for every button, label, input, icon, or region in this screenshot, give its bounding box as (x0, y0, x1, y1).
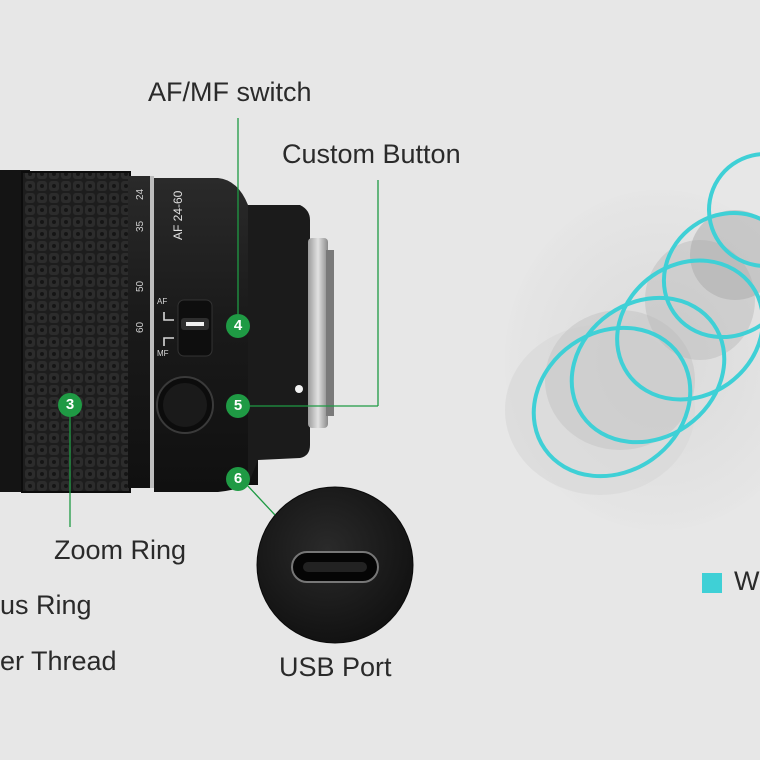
mf-marking: MF (157, 349, 169, 358)
focal-60-marking: 60 (135, 321, 146, 333)
af-mf-switch (163, 299, 213, 357)
lens-name-marking: AF 24-60 (171, 190, 185, 240)
badge-6: 6 (226, 467, 250, 491)
focal-50-marking: 50 (135, 280, 146, 292)
focus-ring-label: us Ring (0, 590, 92, 620)
lens-mount (308, 238, 328, 428)
zoom-ring-label: Zoom Ring (54, 535, 187, 565)
badge-3: 3 (58, 393, 82, 417)
zoom-ring (22, 172, 130, 492)
af-marking: AF (157, 297, 167, 306)
custom-button (156, 376, 214, 434)
filter-thread-label: er Thread (0, 646, 117, 676)
badge-4: 4 (226, 314, 250, 338)
usb-port-label: USB Port (279, 652, 392, 682)
legend-swatch (702, 573, 722, 593)
focal-24-marking: 24 (135, 188, 146, 200)
usb-port-inset (256, 486, 414, 644)
custom-button-label: Custom Button (282, 139, 461, 169)
lens-body (0, 170, 334, 493)
badge-5: 5 (226, 394, 250, 418)
weather-seal-illustration (505, 152, 760, 530)
callout-leaders (69, 118, 379, 527)
af-mf-switch-label: AF/MF switch (148, 77, 312, 107)
focal-35-marking: 35 (135, 220, 146, 232)
legend-label: W (734, 566, 760, 596)
